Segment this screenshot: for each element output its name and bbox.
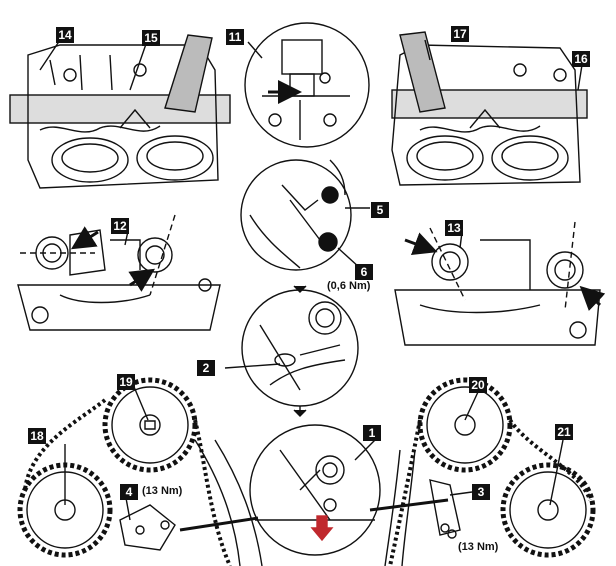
callout-13: 13 (445, 220, 463, 236)
sprocket-21 (500, 462, 596, 558)
callout-15: 15 (142, 30, 160, 46)
callout-16: 16 (572, 51, 590, 67)
callout-17: 17 (451, 26, 469, 42)
callout-4: 4 (120, 484, 138, 500)
tensioner-3 (429, 479, 461, 539)
callout-2: 2 (197, 360, 215, 376)
torque-label-4: (13 Nm) (142, 485, 183, 497)
cylinder-head-left (9, 34, 231, 189)
cylinder-head-right (391, 31, 588, 186)
callout-20: 20 (469, 377, 487, 393)
callout-14: 14 (56, 27, 74, 43)
torque-label-3: (13 Nm) (458, 541, 499, 553)
callout-1: 1 (363, 425, 381, 441)
callout-12: 12 (111, 218, 129, 234)
sprocket-20 (417, 377, 513, 473)
detail-circle-2 (241, 289, 359, 407)
callout-18: 18 (28, 428, 46, 444)
detail-circle-1 (249, 424, 381, 556)
callout-19: 19 (117, 374, 135, 390)
callout-21: 21 (555, 424, 573, 440)
callout-5: 5 (371, 202, 389, 218)
camshaft-assembly-right (394, 221, 601, 346)
callout-6: 6 (355, 264, 373, 280)
tensioner-4 (119, 504, 176, 551)
sprocket-19 (102, 377, 198, 473)
detail-circle-11 (244, 22, 370, 148)
timing-chain (23, 398, 592, 566)
callout-3: 3 (472, 484, 490, 500)
torque-label-6: (0,6 Nm) (327, 280, 371, 292)
detail-circle-5-6 (240, 159, 352, 271)
callout-11: 11 (226, 29, 244, 45)
chain-guide (194, 439, 416, 566)
